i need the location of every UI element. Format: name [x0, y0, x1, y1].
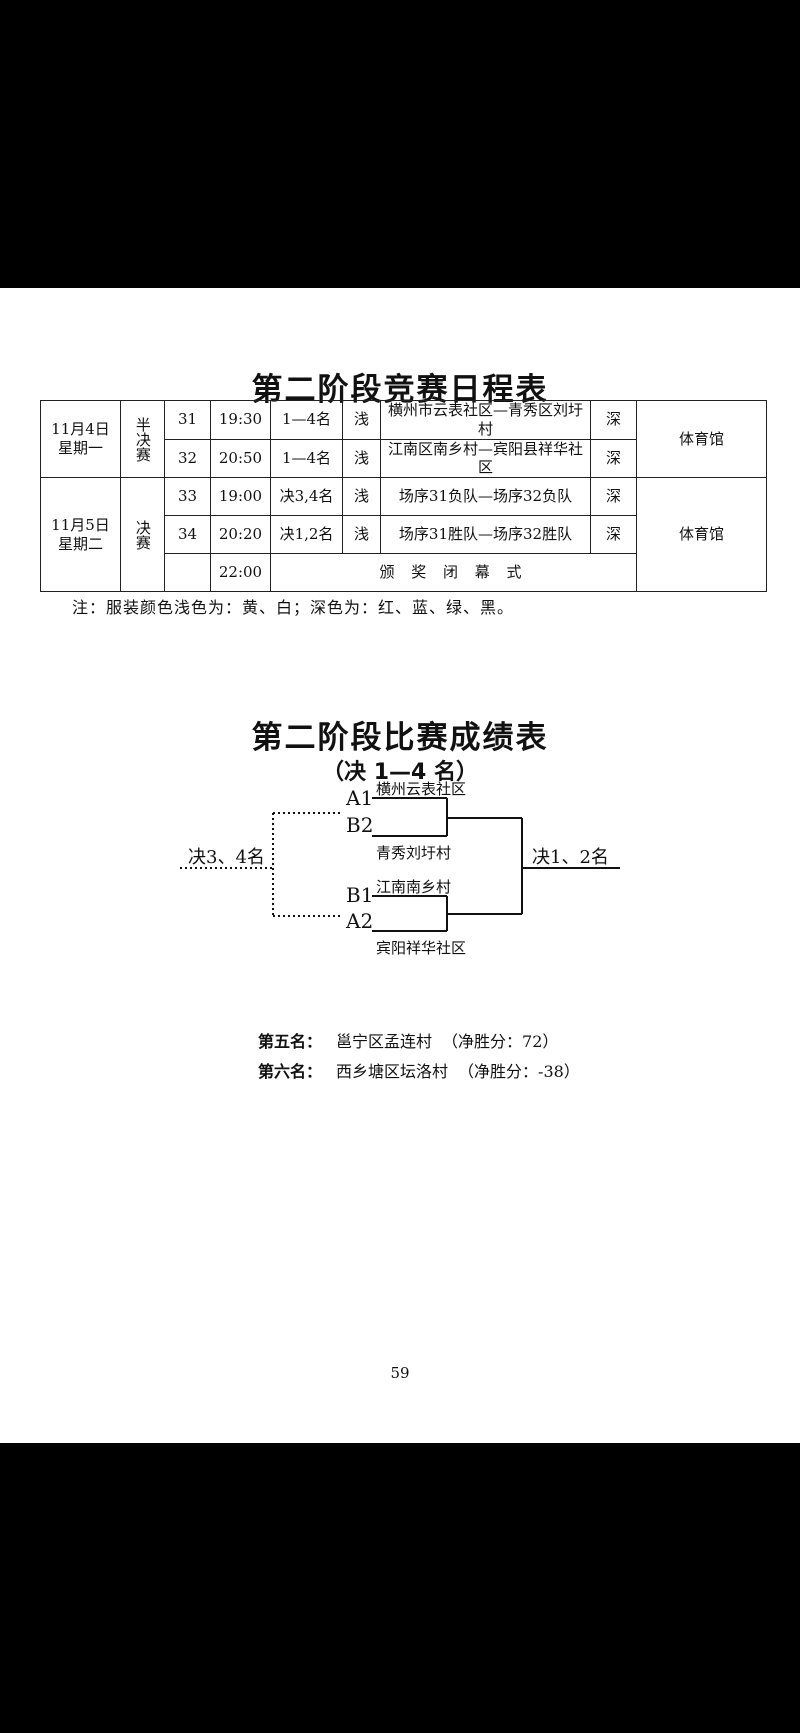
match-rank: 1—4名 — [270, 438, 343, 478]
match-time: 19:30 — [210, 400, 271, 440]
team-b1: 江南南乡村 — [376, 878, 451, 896]
ceremony-label: 颁 奖 闭 幕 式 — [270, 553, 637, 592]
team-a2: 宾阳祥华社区 — [376, 939, 466, 957]
dark-color: 深 — [590, 400, 637, 440]
venue-cell: 体育馆 — [636, 400, 767, 478]
fifth-label: 第五名： — [258, 1032, 323, 1051]
team-b2: 青秀刘圩村 — [376, 844, 451, 862]
schedule-table: 11月4日星期一 半决赛 31 19:30 1—4名 浅 横州市云表社区—青秀区… — [40, 400, 767, 592]
schedule-note: 注：服装颜色浅色为：黄、白；深色为：红、蓝、绿、黑。 — [72, 598, 515, 617]
match-teams: 场序31负队—场序32负队 — [380, 477, 591, 516]
team-a1: 横州云表社区 — [376, 780, 466, 798]
sixth-team: 西乡塘区坛洛村 — [336, 1062, 449, 1081]
sixth-label: 第六名： — [258, 1062, 323, 1081]
match-teams: 江南区南乡村—宾阳县祥华社区 — [380, 438, 591, 478]
seed-a2: A2 — [345, 909, 373, 933]
sixth-score: （净胜分：-38） — [458, 1062, 580, 1081]
match-rank: 决3,4名 — [270, 477, 343, 516]
match-number: 34 — [164, 515, 211, 554]
match-time: 19:00 — [210, 477, 271, 516]
seed-b1: B1 — [346, 883, 373, 907]
table-row: 11月5日星期二 决赛 33 19:00 决3,4名 浅 场序31负队—场序32… — [40, 477, 767, 592]
match-time: 20:50 — [210, 438, 271, 478]
document-page: 第二阶段竞赛日程表 11月4日星期一 半决赛 31 19:30 1—4名 浅 横… — [0, 288, 800, 1443]
light-color: 浅 — [342, 400, 381, 440]
table-row: 32 20:50 1—4名 浅 江南区南乡村—宾阳县祥华社区 深 — [41, 438, 767, 478]
sixth-place: 第六名： 西乡塘区坛洛村 （净胜分：-38） — [258, 1058, 580, 1082]
empty-cell — [164, 553, 211, 592]
match-teams: 横州市云表社区—青秀区刘圩村 — [380, 400, 591, 440]
fifth-score: （净胜分：72） — [442, 1032, 559, 1051]
match-rank: 决1,2名 — [270, 515, 343, 554]
date-cell: 11月4日星期一 — [40, 400, 121, 478]
ceremony-time: 22:00 — [210, 553, 271, 592]
fifth-place: 第五名： 邕宁区孟连村 （净胜分：72） — [258, 1028, 558, 1052]
match-rank: 1—4名 — [270, 400, 343, 440]
match-time: 20:20 — [210, 515, 271, 554]
results-subtitle: （决 1—4 名） — [322, 760, 478, 785]
match-teams: 场序31胜队—场序32胜队 — [380, 515, 591, 554]
match-number: 33 — [164, 477, 211, 516]
venue-cell: 体育馆 — [636, 477, 767, 592]
results-title: 第二阶段比赛成绩表 — [251, 720, 549, 756]
dark-color: 深 — [590, 438, 637, 478]
date-cell: 11月5日星期二 — [40, 477, 121, 592]
stage-cell: 半决赛 — [120, 400, 165, 478]
light-color: 浅 — [342, 515, 381, 554]
final-label: 决1、2名 — [532, 847, 609, 868]
third-place-label: 决3、4名 — [188, 847, 265, 868]
table-row: 34 20:20 决1,2名 浅 场序31胜队—场序32胜队 深 — [41, 515, 767, 554]
tournament-bracket: A1 横州云表社区 B2 青秀刘圩村 B1 江南南乡村 A2 宾阳祥华社区 决1… — [180, 780, 620, 957]
stage-cell: 决赛 — [120, 477, 165, 592]
dark-color: 深 — [590, 477, 637, 516]
page-number: 59 — [390, 1364, 410, 1382]
light-color: 浅 — [342, 477, 381, 516]
table-row: 11月4日星期一 半决赛 31 19:30 1—4名 浅 横州市云表社区—青秀区… — [40, 400, 767, 478]
fifth-team: 邕宁区孟连村 — [336, 1032, 433, 1051]
match-number: 32 — [164, 438, 211, 478]
seed-b2: B2 — [346, 813, 373, 837]
light-color: 浅 — [342, 438, 381, 478]
seed-a1: A1 — [345, 786, 373, 810]
match-number: 31 — [164, 400, 211, 440]
table-row: 22:00 颁 奖 闭 幕 式 — [41, 553, 767, 592]
dark-color: 深 — [590, 515, 637, 554]
